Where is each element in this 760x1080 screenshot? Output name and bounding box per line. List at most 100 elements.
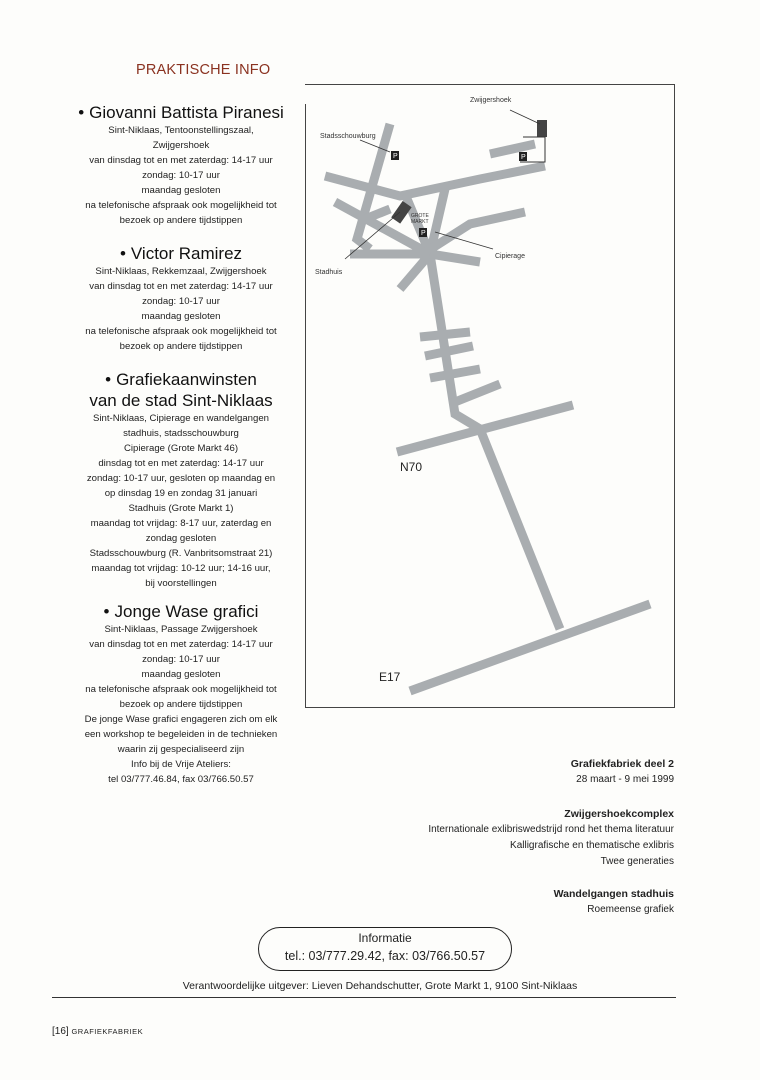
venue-line: bij voorstellingen	[145, 578, 217, 589]
map-leader-lines	[344, 109, 541, 260]
road	[351, 122, 395, 253]
publisher-line: Verantwoordelijke uitgever: Lieven Dehan…	[182, 980, 578, 992]
venue-line: Stadhuis (Grote Markt 1)	[128, 503, 234, 514]
venue-piranesi: •Giovanni Battista Piranesi Sint-Niklaas…	[52, 102, 310, 228]
footer-rule	[52, 997, 676, 998]
venue-line: na telefonische afspraak ook mogelijkhei…	[85, 200, 277, 211]
map-label-cipierage: Cipierage	[495, 253, 525, 260]
venue-line: zondag: 10-17 uur, gesloten op maandag e…	[86, 473, 276, 484]
venue-line: Sint-Niklaas, Rekkemzaal, Zwijgershoek	[95, 266, 267, 277]
road	[363, 204, 392, 224]
venue-line: zondag: 10-17 uur	[142, 654, 220, 665]
stadhuis-building	[391, 200, 412, 224]
venue-line: zondag: 10-17 uur	[142, 170, 220, 181]
venue-line: van dinsdag tot en met zaterdag: 14-17 u…	[89, 639, 273, 650]
map-label-e17: E17	[379, 670, 401, 684]
info-contact: tel.: 03/777.29.42, fax: 03/766.50.57	[284, 949, 486, 963]
zwijgershoek-outline	[520, 136, 546, 163]
map-frame	[305, 84, 675, 708]
venue-line: waarin zij gespecialiseerd zijn	[117, 744, 245, 755]
page-footer: [16] GRAFIEKFABRIEK	[52, 1026, 143, 1037]
map-label-zwijgershoek: Zwijgershoek	[470, 97, 512, 104]
leader-line	[509, 109, 541, 125]
program-line: Internationale exlibriswedstrijd rond he…	[428, 824, 674, 835]
venue-ramirez: •Victor Ramirez Sint-Niklaas, Rekkemzaal…	[52, 243, 310, 354]
road	[323, 161, 546, 201]
venue-line: Sint-Niklaas, Cipierage en wandelgangen	[93, 413, 269, 424]
venue-title: •Jonge Wase grafici	[103, 602, 259, 621]
venue-line: van dinsdag tot en met zaterdag: 14-17 u…	[89, 155, 273, 166]
bullet-icon: •	[78, 103, 85, 122]
program-heading: Wandelgangen stadhuis	[553, 888, 674, 900]
venue-line: Sint-Niklaas, Tentoonstellingszaal,	[108, 125, 254, 136]
venue-line: maandag tot vrijdag: 8-17 uur, zaterdag …	[90, 518, 272, 529]
venue-line: op dinsdag 19 en zondag 31 januari	[104, 488, 258, 499]
venue-grafiekaanwinsten: •Grafiekaanwinsten van de stad Sint-Nikl…	[52, 369, 310, 591]
parking-icon	[419, 228, 427, 237]
map-label-n70: N70	[400, 460, 422, 474]
venue-line: stadhuis, stadsschouwburg	[123, 428, 239, 439]
program-block: Grafiekfabriek deel 2 28 maart - 9 mei 1…	[428, 756, 674, 918]
program-line: Roemeense grafiek	[587, 904, 674, 915]
zwijgershoek-building	[537, 120, 547, 137]
page-number: [16]	[52, 1026, 69, 1037]
road	[396, 251, 434, 292]
venue-line: maandag gesloten	[141, 311, 221, 322]
parking-label: P	[521, 154, 526, 161]
venue-line: Cipierage (Grote Markt 46)	[123, 443, 239, 454]
bullet-icon: •	[105, 370, 112, 389]
map-label-stadhuis: Stadhuis	[315, 269, 343, 276]
program-line: Kalligrafische en thematische exlibris	[510, 840, 674, 851]
venue-line: Sint-Niklaas, Passage Zwijgershoek	[104, 624, 258, 635]
road	[350, 207, 526, 259]
venue-line: bezoek op andere tijdstippen	[119, 341, 243, 352]
venue-line: na telefonische afspraak ook mogelijkhei…	[85, 326, 277, 337]
road	[332, 198, 433, 258]
program-line: Twee generaties	[600, 856, 674, 867]
venue-line: na telefonische afspraak ook mogelijkhei…	[85, 684, 277, 695]
street-map: P P P Zwijgershoek Stadsschouwburg GROTE…	[315, 97, 652, 696]
venue-line: dinsdag tot en met zaterdag: 14-17 uur	[98, 458, 264, 469]
road	[419, 327, 471, 342]
info-title: Informatie	[358, 931, 412, 945]
program-line: 28 maart - 9 mei 1999	[576, 774, 674, 785]
map-label-grote-markt: MARKT	[411, 219, 429, 225]
venue-line: tel 03/777.46.84, fax 03/766.50.57	[108, 774, 254, 785]
column-divider	[305, 104, 306, 708]
road	[489, 139, 536, 159]
venue-line: Info bij de Vrije Ateliers:	[131, 759, 231, 770]
venue-line: Zwijgershoek	[152, 140, 210, 151]
map-label-stadsschouwburg: Stadsschouwburg	[320, 133, 376, 140]
section-title: PRAKTISCHE INFO	[136, 62, 271, 78]
venue-line: van dinsdag tot en met zaterdag: 14-17 u…	[89, 281, 273, 292]
venue-line: zondag: 10-17 uur	[142, 296, 220, 307]
venue-line: maandag gesloten	[141, 185, 221, 196]
program-heading: Zwijgershoekcomplex	[564, 808, 674, 820]
venue-line: zondag gesloten	[145, 533, 217, 544]
parking-label: P	[393, 153, 398, 160]
road-e17	[408, 599, 652, 696]
parking-label: P	[421, 230, 426, 237]
venue-title: •Victor Ramirez	[119, 244, 243, 263]
map-label-grote-markt: GROTE	[411, 213, 429, 219]
venue-line: bezoek op andere tijdstippen	[119, 215, 243, 226]
venue-line: bezoek op andere tijdstippen	[119, 699, 243, 710]
leader-line	[359, 139, 391, 153]
bullet-icon: •	[103, 602, 110, 621]
parking-icon	[391, 151, 399, 160]
road	[429, 249, 481, 267]
map-roads	[323, 122, 652, 696]
venue-line: maandag gesloten	[141, 669, 221, 680]
venue-title: •Grafiekaanwinsten	[105, 370, 257, 389]
venue-title: •Giovanni Battista Piranesi	[78, 103, 284, 122]
program-heading: Grafiekfabriek deel 2	[570, 758, 674, 770]
info-box: Informatie tel.: 03/777.29.42, fax: 03/7…	[258, 927, 512, 971]
bullet-icon: •	[119, 244, 126, 263]
road	[448, 379, 502, 409]
venue-line: maandag tot vrijdag: 10-12 uur; 14-16 uu…	[91, 563, 271, 574]
venue-line: De jonge Wase grafici engageren zich om …	[84, 714, 278, 725]
publication-name: GRAFIEKFABRIEK	[71, 1027, 144, 1036]
venue-title-line2: van de stad Sint-Niklaas	[89, 391, 273, 410]
road-n70	[395, 400, 575, 457]
venue-line: een workshop te begeleiden in de technie…	[84, 729, 278, 740]
